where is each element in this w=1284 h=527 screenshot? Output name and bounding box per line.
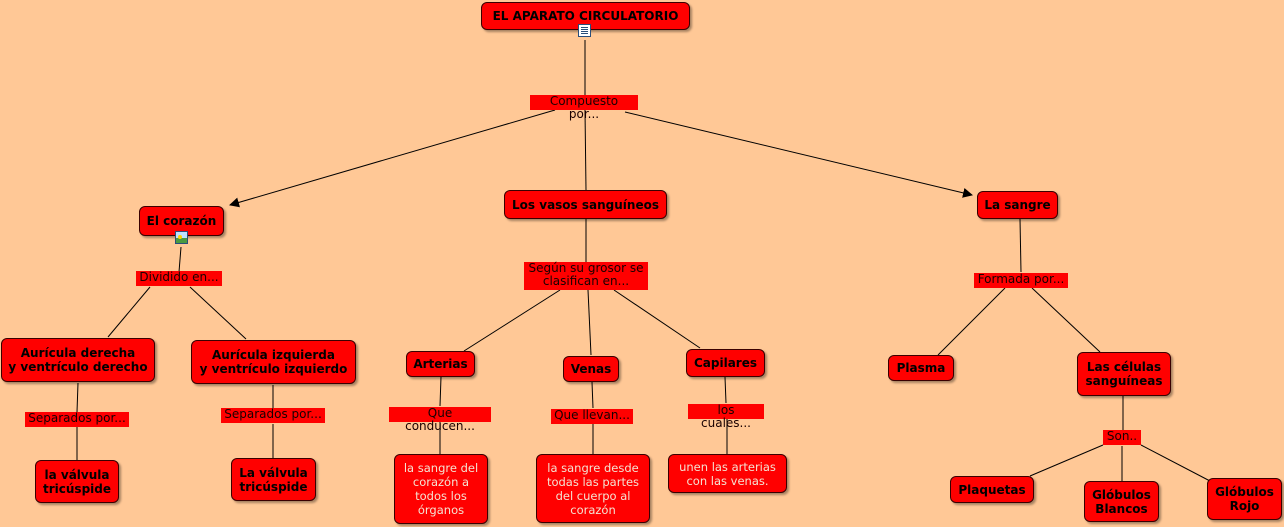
node-globulos-blancos[interactable]: Glóbulos Blancos [1084, 481, 1159, 522]
node-plaquetas[interactable]: Plaquetas [950, 476, 1034, 503]
node-auricula-izquierda[interactable]: Aurícula izquierda y ventrículo izquierd… [191, 340, 356, 384]
node-arterias[interactable]: Arterias [406, 351, 475, 377]
node-celulas[interactable]: Las células sanguíneas [1077, 352, 1171, 396]
node-valvula-2[interactable]: La válvula tricúspide [231, 458, 316, 501]
link-formada: Formada por... [974, 273, 1068, 288]
node-plasma[interactable]: Plasma [888, 355, 954, 381]
node-valvula-1[interactable]: la válvula tricúspide [35, 460, 119, 503]
node-venas[interactable]: Venas [563, 356, 619, 382]
node-globulos-rojos[interactable]: Glóbulos Rojo [1207, 478, 1282, 520]
image-icon[interactable] [175, 231, 188, 244]
link-dividido: Dividido en... [136, 271, 222, 286]
node-capilares-desc[interactable]: unen las arterias con las venas. [668, 454, 787, 493]
document-icon[interactable] [578, 24, 591, 37]
link-conducen: Que conducen... [389, 407, 491, 433]
link-son: Son.. [1103, 430, 1141, 445]
node-venas-desc[interactable]: la sangre desde todas las partes del cue… [536, 454, 650, 523]
node-capilares[interactable]: Capilares [686, 349, 765, 377]
link-llevan: Que llevan... [551, 409, 633, 424]
link-separados-2: Separados por... [221, 408, 325, 423]
link-cuales: los cuales... [688, 404, 764, 430]
link-grosor: Según su grosor se clasifican en... [524, 262, 648, 290]
node-sangre[interactable]: La sangre [977, 191, 1058, 219]
node-vasos[interactable]: Los vasos sanguíneos [504, 190, 667, 219]
link-separados-1: Separados por... [25, 412, 129, 427]
node-auricula-derecha[interactable]: Aurícula derecha y ventrículo derecho [1, 338, 155, 382]
link-compuesto: Compuesto por... [530, 95, 638, 121]
title-node[interactable]: EL APARATO CIRCULATORIO [481, 2, 690, 30]
node-arterias-desc[interactable]: la sangre del corazón a todos los órgano… [394, 454, 488, 524]
